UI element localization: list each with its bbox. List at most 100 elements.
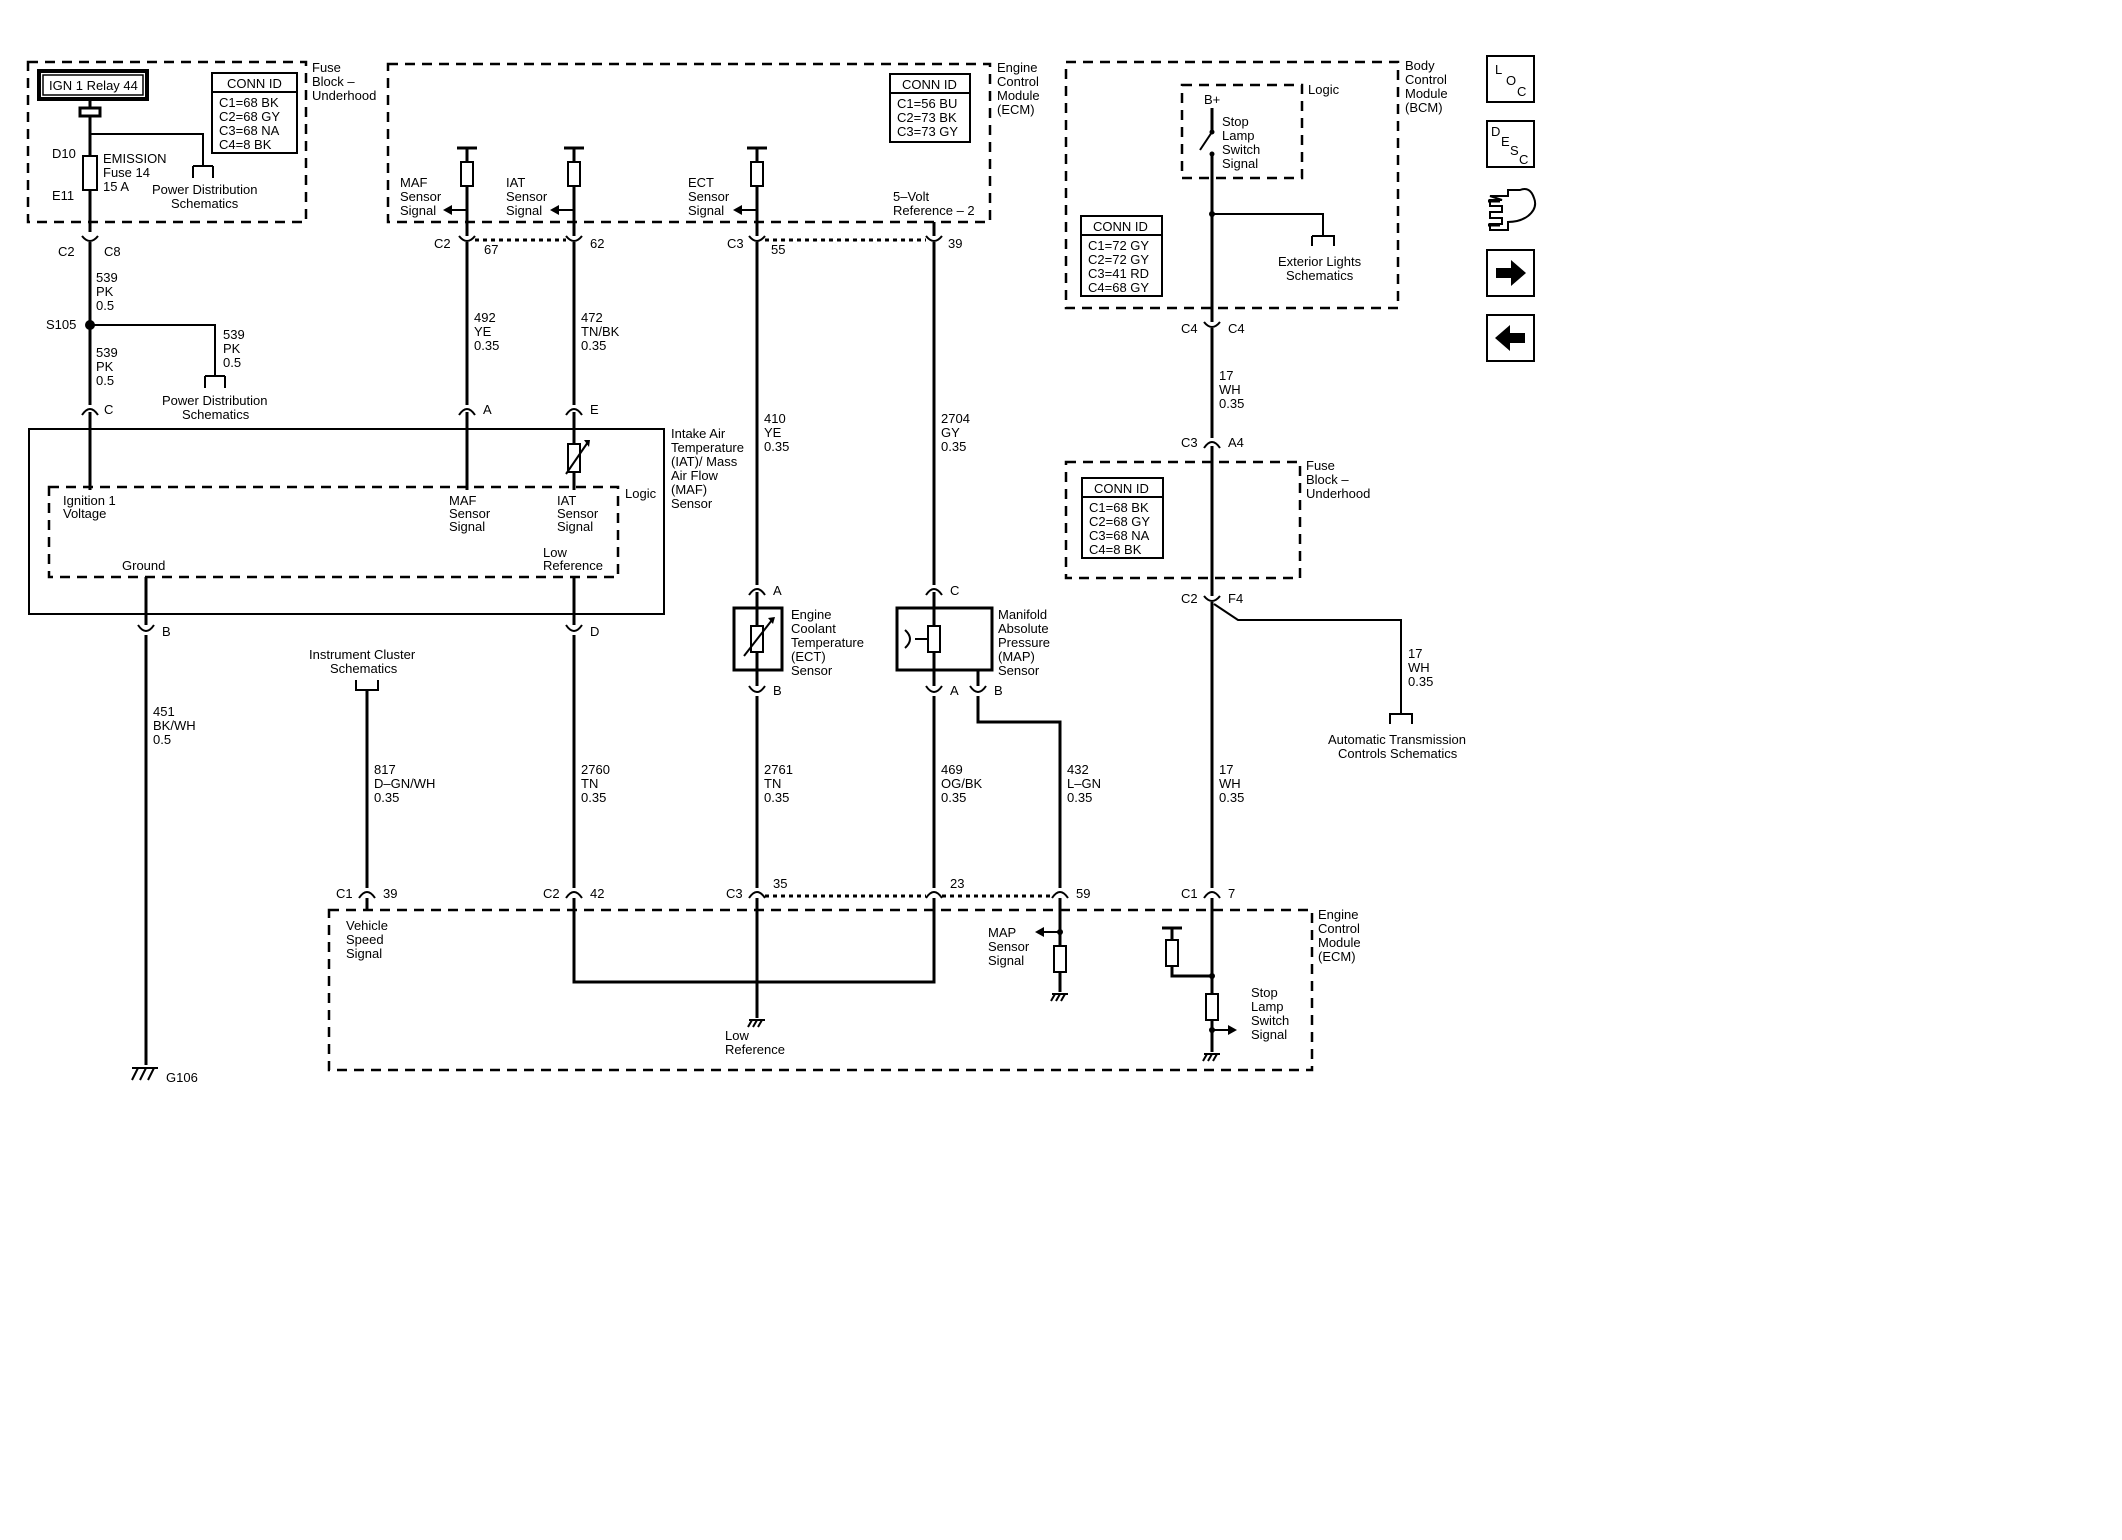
connector-view-icon[interactable] <box>1488 188 1537 231</box>
svg-text:YE: YE <box>764 425 782 440</box>
connector-sensor-c <box>81 408 99 416</box>
connector-c3-23 <box>925 891 943 899</box>
svg-text:BK/WH: BK/WH <box>153 718 196 733</box>
svg-text:D10: D10 <box>52 146 76 161</box>
exterior-lights-ref-label: Exterior Lights Schematics <box>1278 254 1362 283</box>
svg-text:A: A <box>773 583 782 598</box>
conn-id-bcm: CONN ID C1=72 GY C2=72 GY C3=41 RD C4=68… <box>1080 215 1163 297</box>
svg-text:Schematics: Schematics <box>182 407 250 422</box>
svg-text:Signal: Signal <box>688 203 724 218</box>
svg-text:D: D <box>590 624 599 639</box>
svg-text:Pressure: Pressure <box>998 635 1050 650</box>
svg-text:Logic: Logic <box>1308 82 1340 97</box>
svg-text:Module: Module <box>1318 935 1361 950</box>
connector-map-a <box>925 685 943 693</box>
svg-text:817: 817 <box>374 762 396 777</box>
svg-text:2760: 2760 <box>581 762 610 777</box>
prev-page-button[interactable] <box>1486 314 1535 362</box>
svg-text:IGN 1 Relay 44: IGN 1 Relay 44 <box>49 78 138 93</box>
iat-maf-sensor-label: Intake Air Temperature (IAT)/ Mass Air F… <box>671 426 744 511</box>
svg-text:0.35: 0.35 <box>1219 396 1244 411</box>
svg-text:B: B <box>162 624 171 639</box>
svg-text:55: 55 <box>771 242 785 257</box>
svg-text:YE: YE <box>474 324 492 339</box>
svg-text:PK: PK <box>96 359 114 374</box>
svg-text:451: 451 <box>153 704 175 719</box>
next-page-button[interactable] <box>1486 249 1535 297</box>
svg-text:Underhood: Underhood <box>1306 486 1370 501</box>
conn-c8-label: C8 <box>104 244 121 259</box>
conn-c2-label: C2 <box>58 244 75 259</box>
loc-button[interactable]: L O C <box>1486 55 1535 103</box>
svg-text:410: 410 <box>764 411 786 426</box>
connector-c3-39 <box>925 235 943 242</box>
wire-817-label: 817 D–GN/WH 0.35 <box>374 762 435 805</box>
ecm-low-ref-label: Low Reference <box>725 1028 785 1057</box>
bcm-label: Body Control Module (BCM) <box>1405 58 1448 115</box>
wire-410-label: 410 YE 0.35 <box>764 411 789 454</box>
svg-text:23: 23 <box>950 876 964 891</box>
ecm-5v-ref-label: 5–Volt Reference – 2 <box>893 189 975 218</box>
svg-text:D–GN/WH: D–GN/WH <box>374 776 435 791</box>
svg-text:Reference – 2: Reference – 2 <box>893 203 975 218</box>
svg-text:Control: Control <box>997 74 1039 89</box>
iat-thermistor-icon <box>565 440 590 475</box>
svg-text:Reference: Reference <box>725 1042 785 1057</box>
svg-text:MAF: MAF <box>449 493 477 508</box>
svg-text:A: A <box>483 402 492 417</box>
svg-text:C1=56 BU: C1=56 BU <box>897 96 957 111</box>
svg-text:Low: Low <box>725 1028 749 1043</box>
power-dist-ref-bracket-2 <box>204 375 226 388</box>
svg-text:C3: C3 <box>1181 435 1198 450</box>
svg-text:Voltage: Voltage <box>63 506 106 521</box>
svg-text:539: 539 <box>96 270 118 285</box>
svg-text:TN/BK: TN/BK <box>581 324 620 339</box>
svg-text:Schematics: Schematics <box>330 661 398 676</box>
svg-text:Signal: Signal <box>1222 156 1258 171</box>
svg-text:Block –: Block – <box>312 74 355 89</box>
svg-text:C: C <box>1519 152 1528 167</box>
svg-text:C1: C1 <box>336 886 353 901</box>
svg-text:Signal: Signal <box>449 519 485 534</box>
svg-text:Intake Air: Intake Air <box>671 426 726 441</box>
svg-text:L: L <box>1495 62 1502 77</box>
svg-text:0.35: 0.35 <box>941 439 966 454</box>
svg-text:D: D <box>1491 124 1500 139</box>
wire-17-a-label: 17 WH 0.35 <box>1219 368 1244 411</box>
svg-text:IAT: IAT <box>506 175 525 190</box>
svg-text:Module: Module <box>997 88 1040 103</box>
ecm-vss-signal-label: Vehicle Speed Signal <box>346 918 388 961</box>
svg-text:Sensor: Sensor <box>557 506 599 521</box>
map-ground-icon <box>1050 993 1068 1002</box>
svg-text:PK: PK <box>223 341 241 356</box>
svg-text:MAF: MAF <box>400 175 428 190</box>
svg-text:Underhood: Underhood <box>312 88 376 103</box>
svg-text:Temperature: Temperature <box>671 440 744 455</box>
ecm-iat-signal-label: IAT Sensor Signal <box>506 175 548 218</box>
svg-text:0.35: 0.35 <box>764 439 789 454</box>
svg-text:A: A <box>950 683 959 698</box>
desc-button[interactable]: D E S C <box>1486 120 1535 168</box>
map-sensor-icon <box>895 592 994 686</box>
conn-id-fuse-block-mid: CONN ID C1=68 BK C2=68 GY C3=68 NA C4=8 … <box>1081 477 1164 559</box>
bcm-logic-outline <box>1180 83 1304 180</box>
svg-text:C2=73 BK: C2=73 BK <box>897 110 957 125</box>
svg-text:C4=68 GY: C4=68 GY <box>1088 280 1149 295</box>
svg-text:F4: F4 <box>1228 591 1243 606</box>
wire-539-c-label: 539 PK 0.5 <box>96 345 118 388</box>
wiring-diagram: Fuse Block – Underhood Engine Control Mo… <box>26 55 1537 1085</box>
svg-text:IAT: IAT <box>557 493 576 508</box>
connector-c3-55 <box>748 235 766 242</box>
svg-text:62: 62 <box>590 236 604 251</box>
connector-c3-59 <box>1051 891 1069 899</box>
svg-text:C: C <box>950 583 959 598</box>
svg-text:0.5: 0.5 <box>153 732 171 747</box>
svg-text:E: E <box>1501 134 1510 149</box>
svg-text:L–GN: L–GN <box>1067 776 1101 791</box>
wire-17-b <box>1213 603 1402 714</box>
svg-text:539: 539 <box>96 345 118 360</box>
stop-lamp-pullup-resistor <box>1165 939 1179 967</box>
svg-text:C2: C2 <box>434 236 451 251</box>
svg-text:67: 67 <box>484 242 498 257</box>
wire-492-label: 492 YE 0.35 <box>474 310 499 353</box>
